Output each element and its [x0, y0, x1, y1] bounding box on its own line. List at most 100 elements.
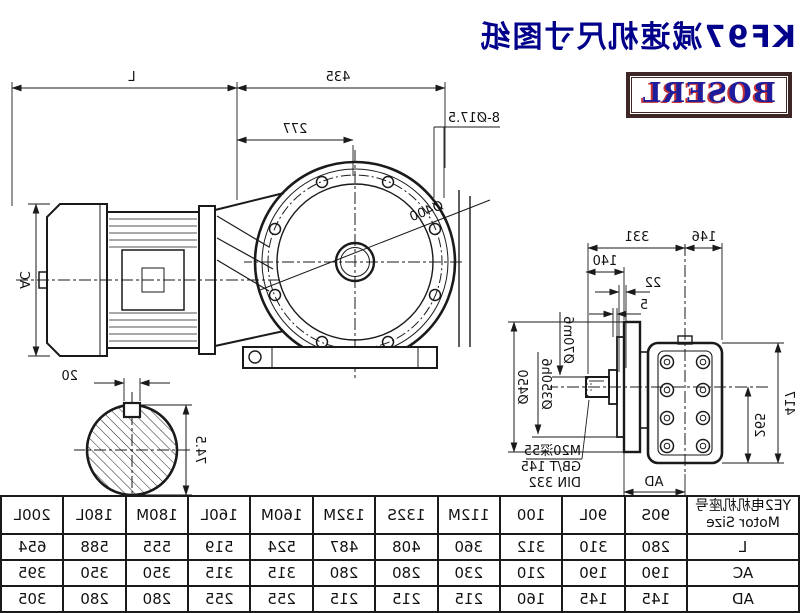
- cell-L-100: 312: [499, 534, 563, 560]
- cell-AC-90S: 190: [624, 560, 687, 586]
- cell-L-160L: 519: [188, 534, 251, 560]
- dim-shaft: Ø70m6: [560, 316, 575, 364]
- cell-AD-132S: 215: [375, 586, 438, 612]
- side-view-dimensions: 146 331 140 22 5: [508, 230, 796, 496]
- housing-outline: [646, 341, 724, 465]
- row-label-AC: AC: [687, 560, 799, 586]
- housing-cover: [657, 350, 713, 456]
- table-col-132M: 132M: [312, 496, 376, 534]
- dim-140: 140: [593, 254, 618, 269]
- table-col-132S: 132S: [375, 496, 438, 534]
- cell-AD-200L: 305: [1, 586, 64, 612]
- cell-L-112M: 360: [437, 534, 500, 560]
- cell-AD-160L: 255: [188, 586, 251, 612]
- cell-AD-90L: 145: [562, 586, 625, 612]
- fan-cowl: [46, 203, 108, 357]
- cover-bolts: [659, 354, 711, 454]
- cell-AD-90S: 145: [624, 586, 687, 612]
- cell-AD-132M: 215: [312, 586, 376, 612]
- table-col-90S: 90S: [624, 496, 687, 534]
- front-view-dimensions: 435 L 277 8-Ø17.5 Ø400: [11, 70, 500, 357]
- bolt-circle: [267, 174, 443, 350]
- motor: [16, 203, 280, 357]
- keyway: [122, 401, 142, 419]
- adapter-rib: [216, 237, 274, 270]
- adapter-rib: [216, 259, 270, 292]
- dim-417: 417: [781, 391, 796, 416]
- table-col-100: 100: [499, 496, 563, 534]
- dim-435: 435: [326, 70, 351, 85]
- dim-motor-diameter: AC: [16, 271, 31, 289]
- cell-AC-160L: 315: [188, 560, 251, 586]
- cell-AD-100: 160: [499, 586, 563, 612]
- side-view: [550, 244, 768, 474]
- dim-331: 331: [625, 230, 650, 245]
- dim-key-height: 74.5: [192, 436, 207, 465]
- cell-L-90S: 280: [624, 534, 687, 560]
- cell-AC-180M: 350: [125, 560, 189, 586]
- base-plate: [242, 346, 438, 369]
- cell-L-180L: 588: [63, 534, 126, 560]
- cell-AC-132M: 280: [312, 560, 376, 586]
- output-bore-inner: [340, 247, 370, 277]
- table-header-en: Motor Size: [706, 515, 780, 531]
- dim-bolt-holes: 8-Ø17.5: [448, 111, 500, 126]
- cell-L-180M: 555: [125, 534, 189, 560]
- tap-note: M20深55 GB/T 145 DIN 332: [521, 399, 590, 491]
- flange-spigot-ring: [276, 183, 434, 341]
- adapter-rib: [216, 215, 270, 248]
- table-col-160M: 160M: [250, 496, 313, 534]
- tap-note-line1: M20深55: [524, 444, 581, 459]
- dim-265: 265: [751, 413, 766, 438]
- table-col-200L: 200L: [1, 496, 64, 534]
- breather-plug: [677, 335, 693, 345]
- cell-AC-160M: 315: [250, 560, 313, 586]
- cell-L-132M: 487: [312, 534, 376, 560]
- front-view: [16, 150, 471, 380]
- cell-AD-180M: 280: [125, 586, 189, 612]
- tap-note-line2: GB/T 145: [521, 460, 581, 475]
- cell-AC-90L: 190: [562, 560, 625, 586]
- dim-AD: AD: [645, 475, 664, 490]
- cell-L-200L: 654: [1, 534, 64, 560]
- dim-146: 146: [692, 230, 717, 245]
- dim-277: 277: [283, 122, 308, 137]
- cell-AC-100: 210: [499, 560, 563, 586]
- output-bore-outer: [334, 241, 376, 283]
- cell-AD-160M: 255: [250, 586, 313, 612]
- cell-L-132S: 408: [375, 534, 438, 560]
- cell-AC-200L: 395: [1, 560, 64, 586]
- cell-AD-112M: 215: [437, 586, 500, 612]
- row-label-AD: AD: [687, 586, 799, 612]
- dim-22: 22: [645, 276, 662, 291]
- cell-AC-132S: 280: [375, 560, 438, 586]
- cell-AD-180L: 280: [63, 586, 126, 612]
- cell-AC-180L: 350: [63, 560, 126, 586]
- table-header-cn: YE2电机机座号: [694, 497, 792, 514]
- table-col-112M: 112M: [437, 496, 500, 534]
- shaft-section-circle: [85, 403, 179, 497]
- motor-adapter: [214, 192, 285, 347]
- cell-AC-112M: 230: [437, 560, 500, 586]
- table-col-180M: 180M: [125, 496, 189, 534]
- output-shaft: [585, 376, 610, 398]
- table-col-90L: 90L: [562, 496, 625, 534]
- row-label-L: L: [687, 534, 799, 560]
- table-col-160L: 160L: [188, 496, 251, 534]
- dim-flange-od: Ø450: [514, 369, 529, 404]
- dim-motor-length: L: [128, 70, 136, 85]
- motor-fins: [109, 218, 197, 342]
- foot-bolt-hole: [248, 350, 262, 364]
- dim-key-width: 20: [61, 369, 78, 384]
- technical-drawing: 435 L 277 8-Ø17.5 Ø400: [11, 70, 796, 505]
- dim-5: 5: [640, 298, 648, 313]
- shaft-section: 20 74.5: [61, 369, 207, 505]
